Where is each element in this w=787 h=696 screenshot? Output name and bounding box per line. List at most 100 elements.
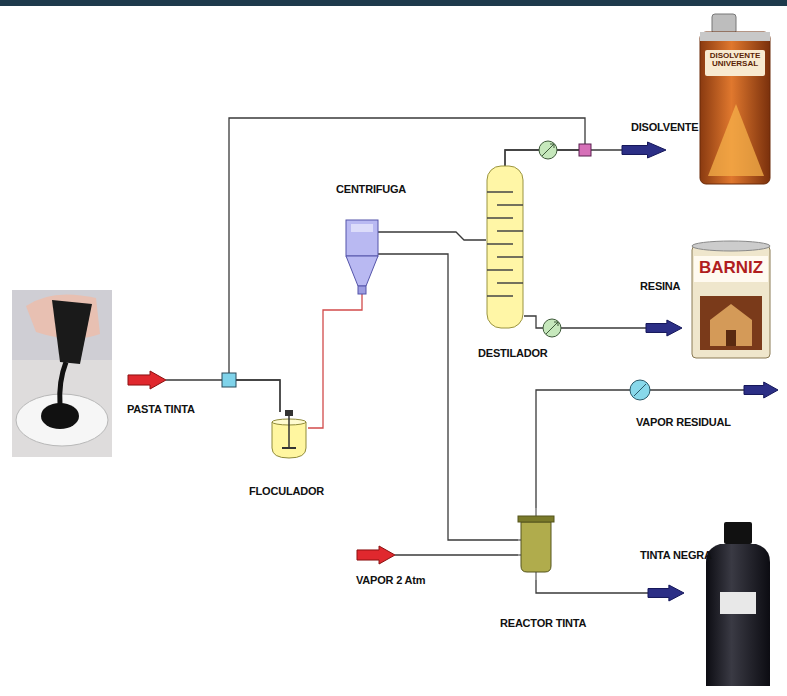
reactor-flange bbox=[518, 516, 554, 522]
heater-arrow bbox=[634, 384, 646, 396]
arrow-shape bbox=[648, 585, 684, 601]
agitator-shaft bbox=[288, 416, 290, 448]
stream-label: CENTRIFUGA bbox=[336, 183, 406, 195]
shape-outline bbox=[346, 220, 378, 294]
feed-arrow: PASTA TINTA bbox=[128, 371, 166, 389]
cyclone-cone bbox=[346, 256, 378, 286]
column-tray bbox=[497, 204, 523, 206]
top-bar bbox=[0, 0, 787, 6]
flow-line bbox=[536, 580, 648, 593]
can-flame bbox=[708, 104, 764, 176]
stream-label: VAPOR 2 Atm bbox=[356, 574, 425, 586]
flow-line bbox=[536, 390, 744, 508]
stream-label: VAPOR RESIDUAL bbox=[636, 416, 731, 428]
stream-label: RESINA bbox=[640, 280, 680, 292]
label-holder: PASTA TINTA bbox=[127, 399, 195, 417]
can-brand: BARNIZ bbox=[692, 259, 770, 277]
label-holder: REACTOR TINTA bbox=[500, 613, 586, 631]
column-tray bbox=[487, 295, 513, 297]
flow-line bbox=[229, 118, 585, 412]
flow-line bbox=[308, 294, 362, 428]
label-holder: TINTA NEGRA bbox=[640, 545, 712, 563]
can-rim bbox=[700, 32, 770, 41]
bottle-body bbox=[706, 544, 770, 686]
product-arrow: RESINA bbox=[646, 320, 682, 336]
column-tray bbox=[497, 256, 523, 258]
shape-outline bbox=[648, 585, 684, 601]
shape-outline bbox=[646, 320, 682, 336]
stream-label: FLOCULADOR bbox=[249, 485, 324, 497]
reactor-inlet bbox=[518, 540, 521, 541]
can-cap bbox=[712, 14, 736, 34]
reboiler-circle bbox=[543, 319, 561, 337]
shape-outline bbox=[357, 546, 395, 564]
house-door bbox=[726, 330, 736, 346]
condenser-circle bbox=[539, 141, 557, 159]
can-body bbox=[700, 32, 770, 184]
column-body bbox=[487, 166, 523, 328]
label-holder: VAPOR 2 Atm bbox=[356, 570, 425, 588]
house bbox=[710, 304, 752, 346]
mixer-symbol bbox=[579, 144, 591, 156]
column-tray bbox=[487, 217, 513, 219]
stream-label: PASTA TINTA bbox=[127, 403, 195, 415]
ink-bottle bbox=[706, 522, 770, 686]
reboiler-arrow bbox=[546, 322, 558, 334]
arrow-shape bbox=[128, 371, 166, 389]
can-picture bbox=[700, 296, 762, 350]
arrow-shape bbox=[622, 142, 666, 158]
product-arrow: DISOLVENTE bbox=[622, 142, 666, 158]
shape-outline bbox=[128, 371, 166, 389]
cyclone-body bbox=[346, 220, 378, 256]
flow-line bbox=[524, 316, 646, 328]
arrow-shape bbox=[357, 546, 395, 564]
ink-tube bbox=[52, 300, 92, 364]
stream-label: REACTOR TINTA bbox=[500, 617, 586, 629]
label-holder: DISOLVENTE bbox=[631, 117, 698, 135]
shape-outline bbox=[486, 166, 524, 328]
reactor-body bbox=[521, 522, 551, 572]
product-arrow: TINTA NEGRA bbox=[648, 585, 684, 601]
can-text: DISOLVENTE UNIVERSAL bbox=[705, 52, 765, 69]
shape-outline bbox=[744, 382, 778, 398]
label-holder: CENTRIFUGA bbox=[336, 179, 406, 197]
column-tray bbox=[497, 230, 523, 232]
flow-line bbox=[378, 232, 486, 240]
shape-outline bbox=[518, 508, 554, 580]
cyclone-outlet bbox=[358, 286, 366, 294]
varnish-can bbox=[692, 241, 770, 358]
can-body bbox=[692, 246, 770, 358]
column-tray bbox=[487, 269, 513, 271]
label-holder: FLOCULADOR bbox=[249, 481, 324, 499]
mixer-symbol bbox=[222, 373, 236, 387]
condenser-arrow bbox=[542, 144, 554, 156]
flocculator-tank: FLOCULADOR bbox=[270, 412, 308, 458]
ink-blob bbox=[41, 403, 79, 429]
flow-line bbox=[505, 150, 622, 166]
reboiler-symbol bbox=[543, 319, 561, 337]
arrow-shape bbox=[646, 320, 682, 336]
can-panel bbox=[705, 50, 765, 76]
product-arrow: VAPOR RESIDUAL bbox=[744, 382, 778, 398]
cyclone-highlight bbox=[351, 224, 373, 232]
shape-outline bbox=[622, 142, 666, 158]
agitator-blade bbox=[282, 447, 296, 449]
distillation-column: DESTILADOR bbox=[486, 166, 524, 328]
centrifuge: CENTRIFUGA bbox=[346, 220, 378, 294]
reactor-nozzle bbox=[536, 572, 537, 580]
heater-symbol bbox=[630, 380, 650, 400]
ink-stream bbox=[60, 362, 66, 405]
bottle-cap bbox=[724, 522, 752, 544]
feed-arrow: VAPOR 2 Atm bbox=[357, 546, 395, 564]
solvent-can bbox=[700, 14, 770, 184]
ink-photo bbox=[12, 290, 112, 457]
reactor-nozzle bbox=[536, 508, 537, 516]
flow-line bbox=[395, 554, 518, 555]
label-holder: VAPOR RESIDUAL bbox=[636, 412, 731, 430]
heater-circle bbox=[630, 380, 650, 400]
label-holder: RESINA bbox=[640, 276, 680, 294]
bottle-label bbox=[720, 592, 756, 614]
condenser-symbol bbox=[539, 141, 557, 159]
shape-outline bbox=[270, 412, 308, 458]
